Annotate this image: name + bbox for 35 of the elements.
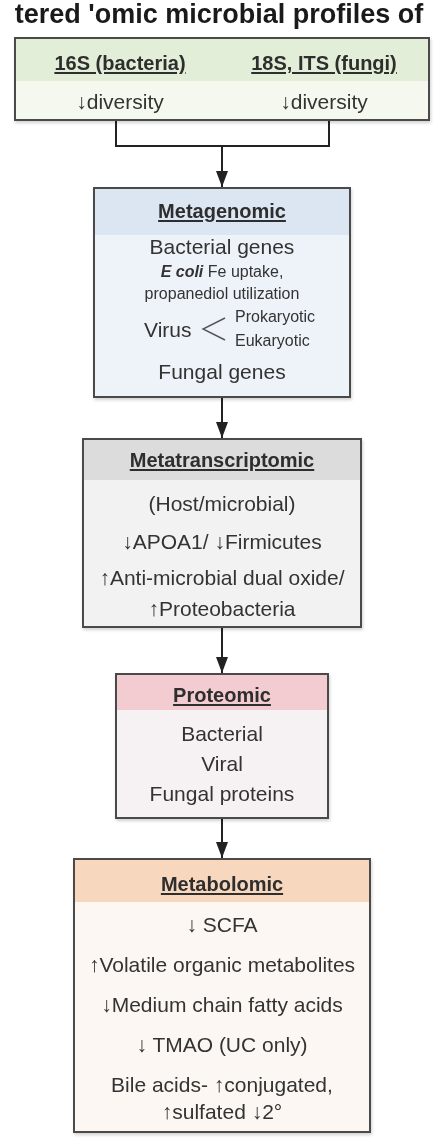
- diagram-title: tered 'omic microbial profiles of: [13, 0, 425, 29]
- process-box: [115, 673, 329, 819]
- heading-text: Metagenomic: [158, 199, 286, 223]
- item-text: (Host/microbial): [148, 491, 296, 517]
- process-box: [14, 37, 430, 121]
- detail-text: Prokaryotic: [235, 307, 316, 327]
- item-text: Bile acids- ↑conjugated, ↑sulfated ↓2°: [110, 1072, 334, 1125]
- detail-text: E coli Fe uptake, propanediol utilization: [143, 262, 301, 304]
- process-box: [73, 858, 371, 1133]
- item-text: Fungal genes: [158, 359, 286, 385]
- item-text: ↓APOA1/ ↓Firmicutes: [122, 529, 322, 555]
- item-text: ↓diversity: [280, 89, 368, 115]
- heading-text: Metabolomic: [160, 872, 284, 896]
- item-text: ↓ SCFA: [186, 912, 258, 938]
- arrow: [216, 818, 228, 859]
- process-box: [93, 187, 351, 398]
- item-text: ↑Anti-microbial dual oxide/ ↑Proteobacteria: [98, 565, 346, 622]
- detail-text: Eukaryotic: [235, 331, 310, 351]
- arrow: [216, 627, 228, 674]
- process-box: [82, 438, 362, 628]
- arrow: [216, 397, 228, 439]
- item-text: ↑Volatile organic metabolites: [88, 952, 356, 978]
- item-text: ↓Medium chain fatty acids: [101, 992, 343, 1018]
- item-text: Fungal proteins: [149, 781, 295, 807]
- heading-text: 18S, ITS (fungi): [251, 51, 397, 75]
- item-text: ↓diversity: [76, 89, 164, 115]
- item-text: Viral: [201, 751, 243, 777]
- heading-text: Proteomic: [173, 683, 271, 707]
- heading-text: 16S (bacteria): [54, 51, 186, 75]
- item-text: Bacterial genes: [149, 234, 295, 260]
- item-text: Virus: [144, 317, 192, 343]
- item-text: ↓ TMAO (UC only): [136, 1032, 308, 1058]
- arrow: [115, 120, 330, 188]
- heading-text: Metatranscriptomic: [129, 448, 315, 472]
- item-text: Bacterial: [181, 721, 263, 747]
